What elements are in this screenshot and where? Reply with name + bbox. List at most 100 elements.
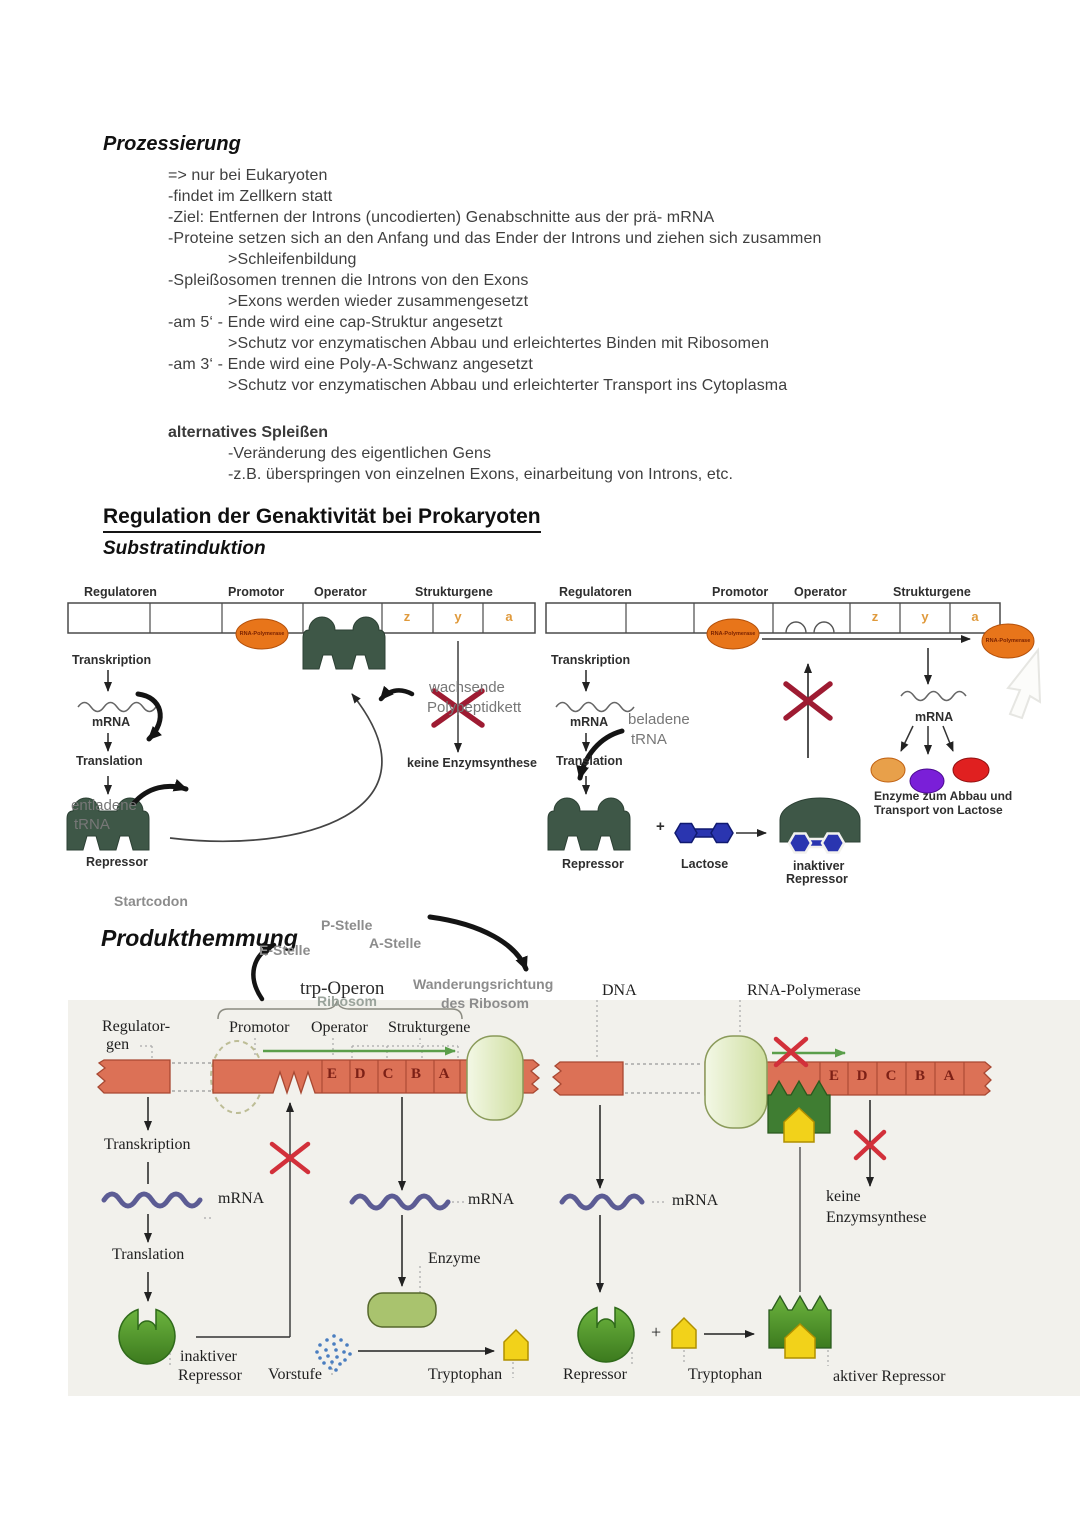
startcodon-label: Startcodon: [114, 893, 188, 909]
trp-operon-brace: [217, 1000, 463, 1020]
subsection-title: alternatives Spleißen: [168, 424, 329, 441]
section-heading: Regulation der Genaktivität bei Prokaryo…: [103, 505, 541, 533]
repressor-label: Repressor: [786, 872, 848, 886]
beladene-label: beladene: [628, 711, 690, 728]
repressor-to-operator-arrow: [169, 693, 383, 843]
subsection-heading: Substratinduktion: [103, 538, 266, 559]
note-line: -Veränderung des eigentlichen Gens: [228, 445, 492, 462]
substrat-right-gene-bar: [545, 602, 1001, 634]
tryptophan-label: Tryptophan: [688, 1366, 763, 1383]
trp-operon-label: trp-Operon: [300, 978, 385, 999]
note-line: -Proteine setzen sich an den Anfang und …: [168, 230, 822, 247]
repressor-label: Repressor: [562, 857, 624, 871]
gene-cell-C: C: [382, 1066, 394, 1082]
note-line: >Schleifenbildung: [228, 251, 357, 268]
gene-cell-dividers: [321, 1060, 461, 1093]
repressor-label: Repressor: [86, 855, 148, 869]
lactose-icon: [674, 822, 734, 844]
bar-header-promotor: Promotor: [712, 585, 769, 599]
gene-cell-A: A: [438, 1066, 450, 1082]
rna-polymerase-icon: [235, 618, 289, 650]
crossed-out-icon: [431, 688, 485, 728]
mrna-squiggle-icon: [77, 701, 157, 713]
gene-cell-E: E: [828, 1068, 839, 1084]
transkription-label: Transkription: [104, 1136, 191, 1153]
wanderungsrichtung-label: Wanderungsrichtung: [413, 976, 554, 992]
page-title: Prozessierung: [103, 133, 241, 155]
mrna-label: mRNA: [672, 1192, 719, 1209]
gene-z: z: [871, 609, 879, 624]
enzyme-icon: [367, 1292, 437, 1328]
crossed-out-icon: [783, 681, 833, 721]
strukturgene-label: Strukturgene: [388, 1019, 471, 1036]
trp-operon-dna-bar: [212, 1059, 541, 1096]
note-line: -Ziel: Entfernen der Introns (uncodierte…: [168, 209, 715, 226]
mrna-squiggle-icon: [900, 690, 967, 702]
gene-y: y: [921, 609, 929, 624]
vorstufe-precursor-icon: [315, 1334, 352, 1372]
repressor-label: Repressor: [563, 1366, 627, 1383]
enzyme-orange-icon: [870, 757, 906, 783]
note-line: >Exons werden wieder zusammengesetzt: [228, 293, 529, 310]
note-line: >Schutz vor enzymatischen Abbau und erle…: [228, 335, 770, 352]
aktiver-repressor-label: aktiver Repressor: [833, 1368, 946, 1385]
regulatorgen-label: gen: [106, 1036, 130, 1053]
transkription-label: Transkription: [72, 653, 152, 667]
note-line: -am 5‘ - Ende wird eine cap-Struktur ang…: [168, 314, 503, 331]
gene-cell-B: B: [410, 1066, 421, 1082]
mrna-label: mRNA: [92, 715, 131, 729]
enzyme-function-label: Transport von Lactose: [874, 803, 1003, 817]
gene-z: z: [403, 609, 411, 624]
a-stelle-label: A-Stelle: [369, 935, 422, 951]
gene-cell-D: D: [354, 1066, 366, 1082]
vorstufe-label: Vorstufe: [268, 1366, 322, 1383]
bar-header-strukturgene: Strukturgene: [415, 585, 493, 599]
repressor-label: Repressor: [178, 1367, 242, 1384]
rna-polymerase-label: RNA-Polymerase: [239, 631, 285, 637]
produkthemmung-heading: Produkthemmung: [101, 925, 298, 951]
plus-sign: +: [651, 1322, 662, 1342]
gene-cell-E: E: [326, 1066, 337, 1082]
operator-empty-bumps-icon: [785, 621, 835, 634]
crossed-out-icon: [853, 1129, 887, 1161]
label-leader-lines: [596, 1000, 829, 1366]
gene-cell-D: D: [856, 1068, 868, 1084]
rna-polymerase-label: RNA-Polymerase: [985, 638, 1031, 644]
substrat-left-gene-bar: [67, 602, 536, 634]
mrna-squiggle-icon: [349, 1193, 451, 1211]
note-line: -Spleißosomen trennen die Introns von de…: [168, 272, 529, 289]
tryptophan-in-repressor-icon: [783, 1106, 815, 1143]
trna-label: tRNA: [631, 731, 667, 748]
gene-a: a: [505, 609, 513, 624]
bar-header-strukturgene: Strukturgene: [893, 585, 971, 599]
mrna-squiggle-icon: [555, 701, 635, 713]
rna-polymerase-icon: [981, 623, 1035, 659]
ghost-cursor-icon: [1006, 647, 1042, 720]
e-stelle-label: E-Stelle: [259, 942, 311, 958]
gene-a: a: [971, 609, 979, 624]
des-ribosom-label: des Ribosom: [441, 995, 529, 1011]
repressor-bound-operator-icon: [302, 616, 386, 670]
crossed-out-icon: [269, 1141, 311, 1175]
note-line: => nur bei Eukaryoten: [168, 167, 328, 184]
bar-header-operator: Operator: [314, 585, 367, 599]
regulatorgen-label: Regulator-: [102, 1018, 171, 1035]
note-line: >Schutz vor enzymatischen Abbau und erle…: [228, 377, 788, 394]
repressor-icon: [66, 797, 150, 851]
enzyme-label: Enzyme: [428, 1250, 481, 1267]
translation-label: Translation: [112, 1246, 185, 1263]
polypeptidkett-label: Polypeptidkett: [427, 699, 522, 716]
wachsende-label: wachsende: [429, 679, 505, 696]
inactive-repressor-icon: [118, 1308, 176, 1365]
inaktiver-label: inaktiver: [793, 859, 845, 873]
plus-sign: +: [656, 818, 665, 835]
annotation-curved-arrow: [427, 914, 529, 972]
label-leader-lines: [140, 1038, 514, 1378]
mrna-label: mRNA: [570, 715, 609, 729]
mrna-label: mRNA: [915, 710, 954, 724]
gene-cell-C: C: [885, 1068, 897, 1084]
tryptophan-icon: [503, 1328, 529, 1361]
gene-y: y: [454, 609, 462, 624]
